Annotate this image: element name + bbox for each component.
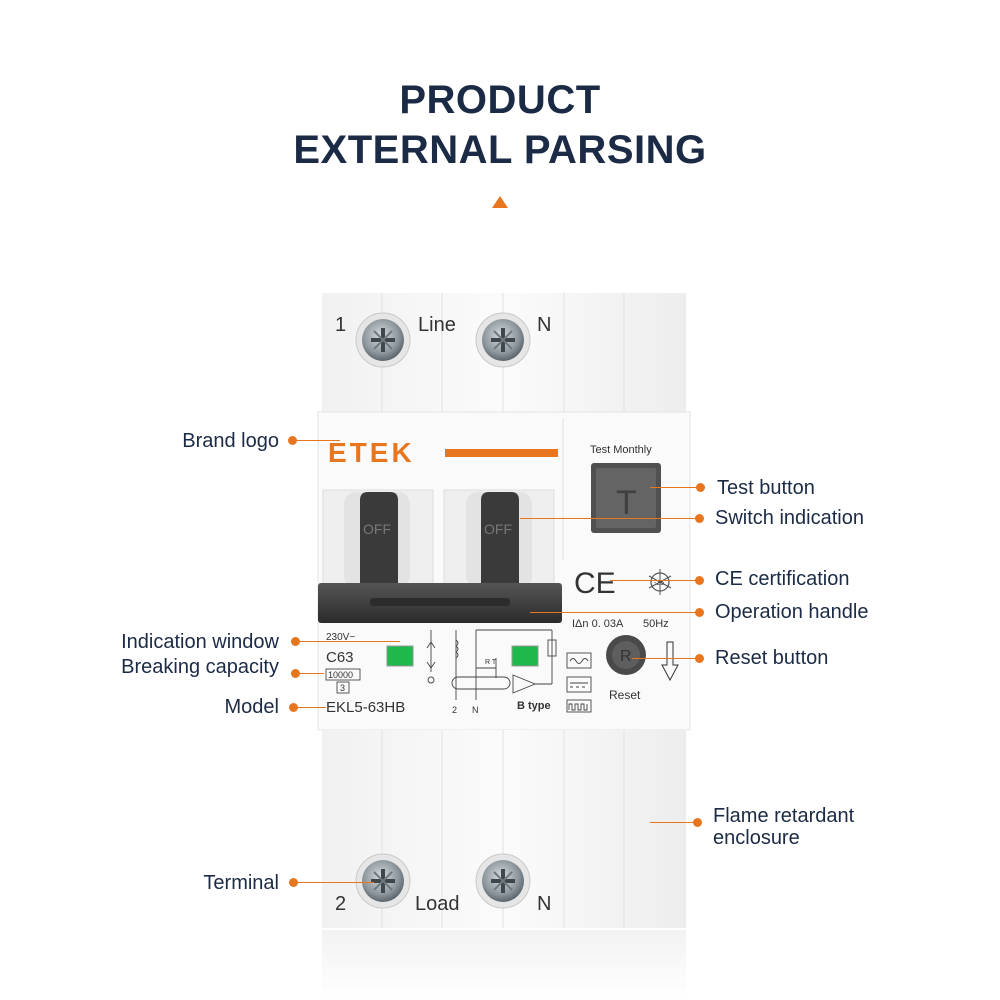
label-reset-button: Reset button xyxy=(715,647,829,669)
line-model xyxy=(294,707,326,708)
triangle-marker-icon xyxy=(492,196,508,208)
brand-bar xyxy=(445,449,558,457)
dot-breaking-capacity xyxy=(291,669,300,678)
top-screw-left xyxy=(355,312,411,368)
label-indication-window: Indication window xyxy=(121,631,279,653)
title-line-2: EXTERNAL PARSING xyxy=(293,128,707,172)
line-test-button xyxy=(650,487,698,488)
ce-mark: CE xyxy=(574,567,616,600)
bottom-n-label: N xyxy=(537,893,551,915)
freq-text: 50Hz xyxy=(643,618,669,630)
wiring-diagram xyxy=(426,629,557,700)
line-reset-button xyxy=(632,658,696,659)
top-number: 1 xyxy=(335,314,346,336)
label-terminal: Terminal xyxy=(203,872,279,894)
line-ce-certification xyxy=(610,580,696,581)
title-line-1: PRODUCT xyxy=(399,78,601,122)
temp-text: -25 xyxy=(654,580,664,587)
line-switch-indication xyxy=(520,518,696,519)
test-monthly-text: Test Monthly xyxy=(590,444,652,456)
line-breaking-capacity xyxy=(296,673,324,674)
snowflake-icon xyxy=(648,569,672,595)
dot-switch-indication xyxy=(695,514,704,523)
dot-indication-window xyxy=(291,637,300,646)
line-indication-window xyxy=(296,641,400,642)
dot-flame-retardant xyxy=(693,818,702,827)
toggle-left xyxy=(360,492,398,585)
breaking-class-text: 3 xyxy=(340,683,345,693)
diagram-n: N xyxy=(472,705,479,715)
dot-reset-button xyxy=(695,654,704,663)
bottom-screw-left xyxy=(355,853,411,909)
label-flame-retardant-1: Flame retardant xyxy=(713,805,855,827)
reset-button-shape: R xyxy=(606,635,646,675)
top-n-label: N xyxy=(537,314,551,336)
line-flame-retardant xyxy=(650,822,694,823)
reset-text: Reset xyxy=(609,688,641,702)
label-breaking-capacity: Breaking capacity xyxy=(121,656,279,678)
diagram-rt: R T xyxy=(485,659,497,666)
dot-model xyxy=(289,703,298,712)
voltage-text: 230V~ xyxy=(326,632,355,643)
line-terminal xyxy=(294,882,374,883)
toggle-right xyxy=(481,492,519,585)
waveform-icons xyxy=(566,652,592,713)
brand-logo: ETEK xyxy=(328,437,415,468)
top-screw-right xyxy=(475,312,531,368)
line-operation-handle xyxy=(530,612,696,613)
down-arrow-icon xyxy=(661,641,679,682)
off-right-text: OFF xyxy=(484,521,512,537)
model-text: EKL5-63HB xyxy=(326,699,405,716)
test-glyph: T xyxy=(616,484,637,522)
label-operation-handle: Operation handle xyxy=(715,601,869,623)
b-type-text: B type xyxy=(517,700,551,712)
reset-glyph: R xyxy=(620,648,632,665)
label-flame-retardant-2: enclosure xyxy=(713,827,800,849)
label-ce-certification: CE certification xyxy=(715,568,850,590)
indicator-window-right xyxy=(511,645,539,667)
bottom-number: 2 xyxy=(335,893,346,915)
top-line-label: Line xyxy=(418,314,456,336)
dot-operation-handle xyxy=(695,608,704,617)
label-test-button: Test button xyxy=(717,477,815,499)
rating-text: C63 xyxy=(326,649,354,666)
bottom-load-label: Load xyxy=(415,893,460,915)
label-brand-logo: Brand logo xyxy=(182,430,279,452)
idn-text: IΔn 0. 03A xyxy=(572,618,624,630)
line-brand-logo xyxy=(292,440,340,441)
dot-test-button xyxy=(696,483,705,492)
dot-ce-certification xyxy=(695,576,704,585)
diagram-2: 2 xyxy=(452,705,457,715)
label-model: Model xyxy=(224,696,279,718)
indicator-window-left xyxy=(386,645,414,667)
reflection xyxy=(322,930,686,1000)
test-button-shape: T xyxy=(591,463,661,533)
dot-terminal xyxy=(289,878,298,887)
bottom-screw-right xyxy=(475,853,531,909)
label-switch-indication: Switch indication xyxy=(715,507,864,529)
off-left-text: OFF xyxy=(363,521,391,537)
breaking-value-text: 10000 xyxy=(328,670,353,680)
